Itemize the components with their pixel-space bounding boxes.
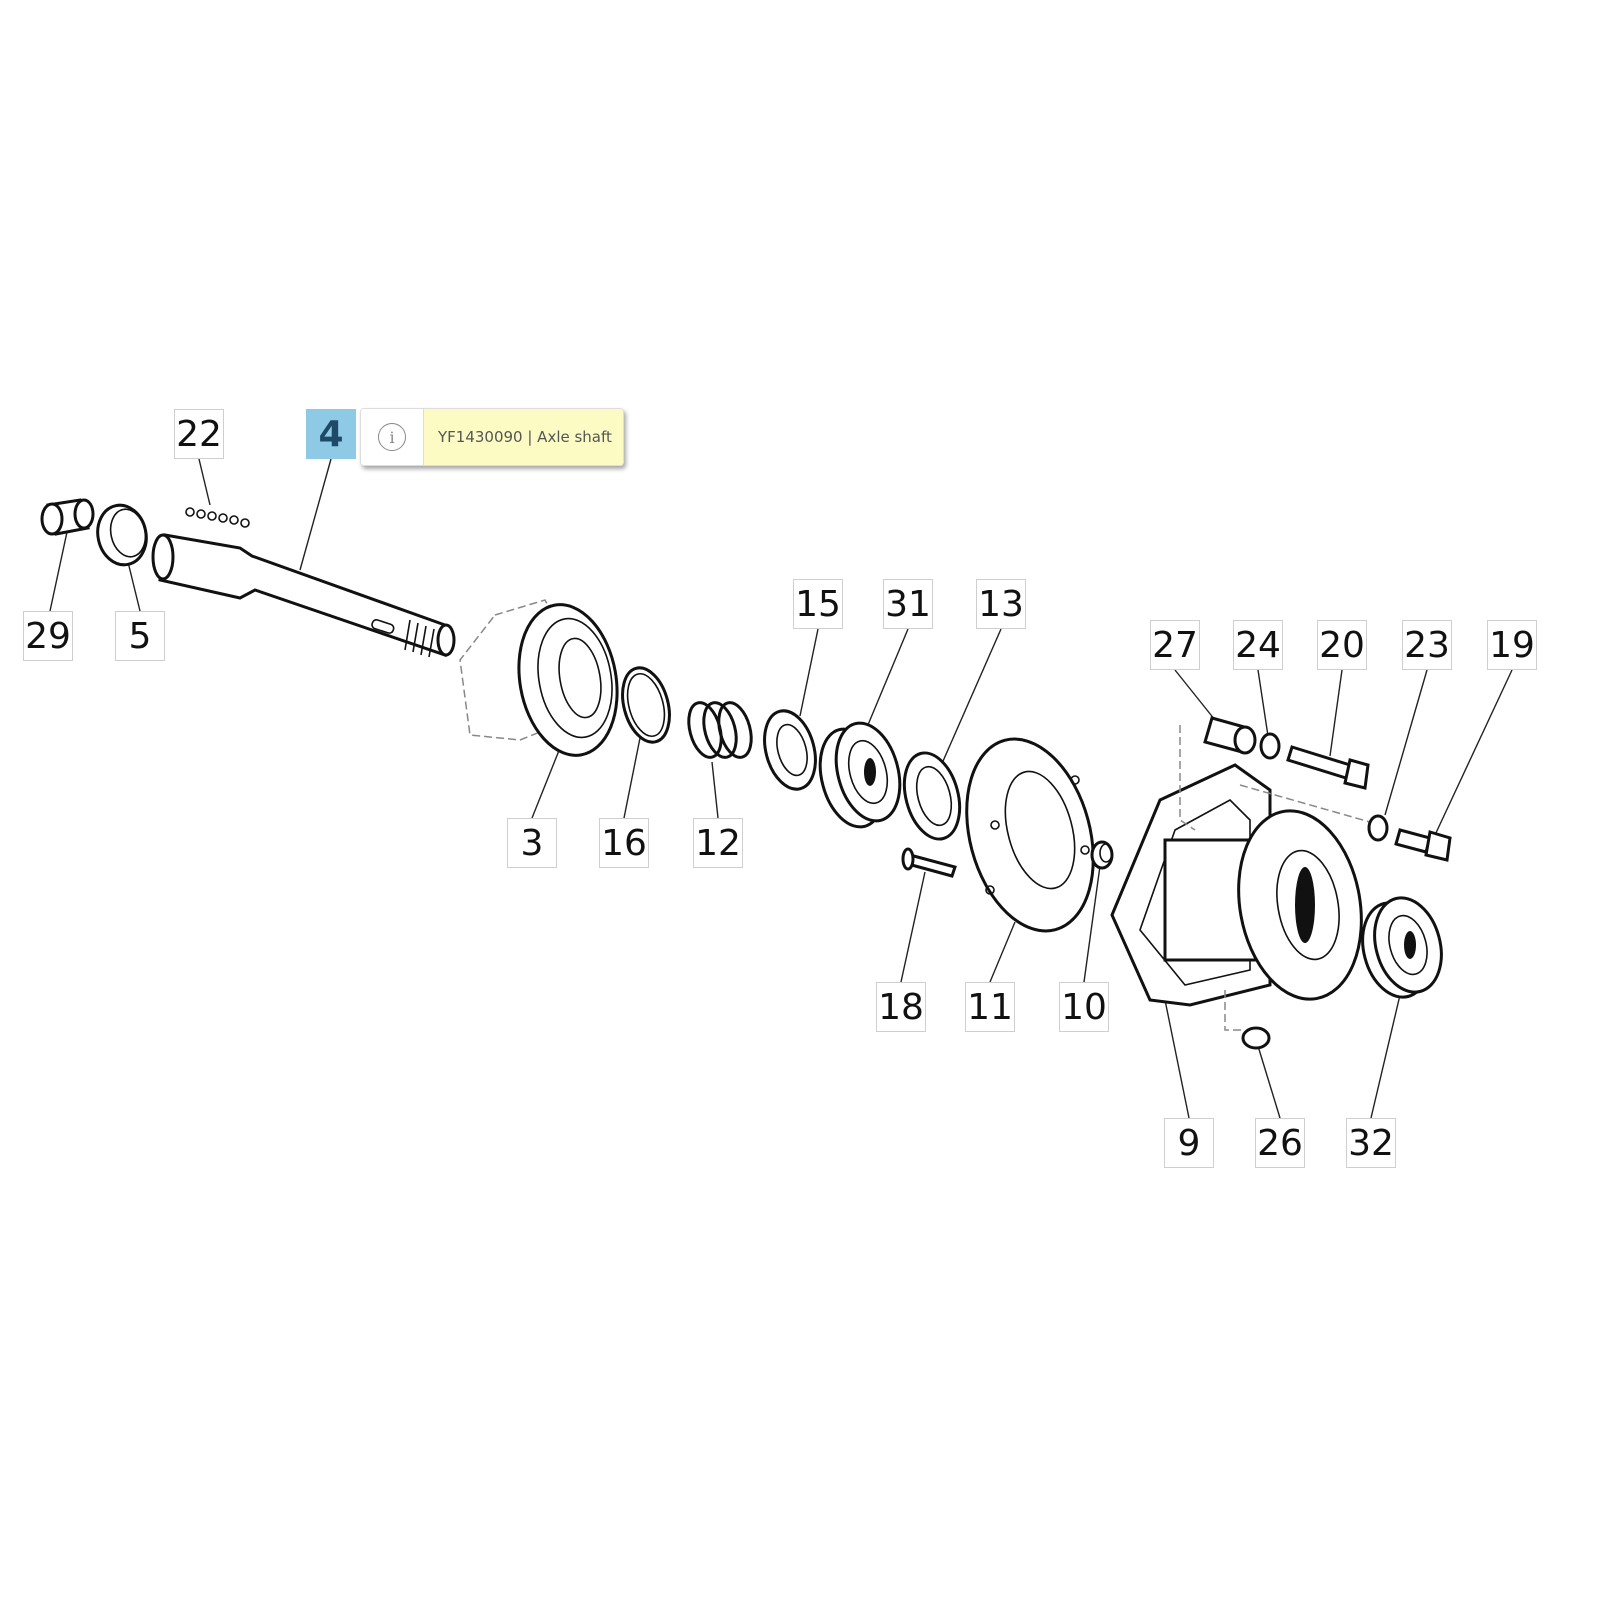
part-12-spring[interactable]: [683, 699, 756, 761]
callout-15[interactable]: 15: [793, 579, 843, 629]
part-23-washer[interactable]: [1367, 814, 1389, 842]
part-4-axle-shaft[interactable]: [151, 533, 456, 658]
part-26-plug[interactable]: [1241, 1026, 1271, 1050]
part-29-bushing[interactable]: [40, 498, 95, 536]
part-16-ring[interactable]: [615, 663, 677, 748]
part-11-plate[interactable]: [947, 725, 1114, 945]
part-10-pin[interactable]: [1090, 840, 1114, 870]
callout-26[interactable]: 26: [1255, 1118, 1305, 1168]
callout-9[interactable]: 9: [1164, 1118, 1214, 1168]
part-31-bearing[interactable]: [810, 716, 910, 834]
part-24-washer[interactable]: [1259, 732, 1281, 760]
callout-31[interactable]: 31: [883, 579, 933, 629]
callout-20[interactable]: 20: [1317, 620, 1367, 670]
callout-4-selected[interactable]: 4: [306, 409, 356, 459]
callout-18[interactable]: 18: [876, 982, 926, 1032]
part-3-flange[interactable]: [459, 597, 628, 763]
callout-13[interactable]: 13: [976, 579, 1026, 629]
callout-27[interactable]: 27: [1150, 620, 1200, 670]
info-icon[interactable]: i: [361, 409, 424, 465]
part-tooltip: i YF1430090 | Axle shaft: [360, 408, 624, 466]
callout-32[interactable]: 32: [1346, 1118, 1396, 1168]
callout-12[interactable]: 12: [693, 818, 743, 868]
callout-22[interactable]: 22: [174, 409, 224, 459]
part-15-washer[interactable]: [756, 705, 823, 795]
callout-10[interactable]: 10: [1059, 982, 1109, 1032]
callout-3[interactable]: 3: [507, 818, 557, 868]
callout-19[interactable]: 19: [1487, 620, 1537, 670]
part-18-screw[interactable]: [901, 847, 957, 878]
part-20-bolt[interactable]: [1286, 745, 1370, 790]
part-32-bearing[interactable]: [1353, 890, 1452, 1004]
callout-23[interactable]: 23: [1402, 620, 1452, 670]
leader-lines: [49, 458, 1513, 1119]
part-22-balls[interactable]: [185, 507, 250, 528]
part-5-ring[interactable]: [92, 501, 151, 570]
tooltip-text: YF1430090 | Axle shaft: [424, 409, 623, 465]
callout-29[interactable]: 29: [23, 611, 73, 661]
part-27-bushing[interactable]: [1203, 716, 1257, 755]
part-13-seal[interactable]: [895, 747, 968, 845]
callout-16[interactable]: 16: [599, 818, 649, 868]
callout-5[interactable]: 5: [115, 611, 165, 661]
info-glyph: i: [378, 423, 406, 451]
part-19-bolt[interactable]: [1394, 828, 1452, 862]
callout-24[interactable]: 24: [1233, 620, 1283, 670]
part-9-housing[interactable]: [1110, 725, 1376, 1031]
callout-11[interactable]: 11: [965, 982, 1015, 1032]
